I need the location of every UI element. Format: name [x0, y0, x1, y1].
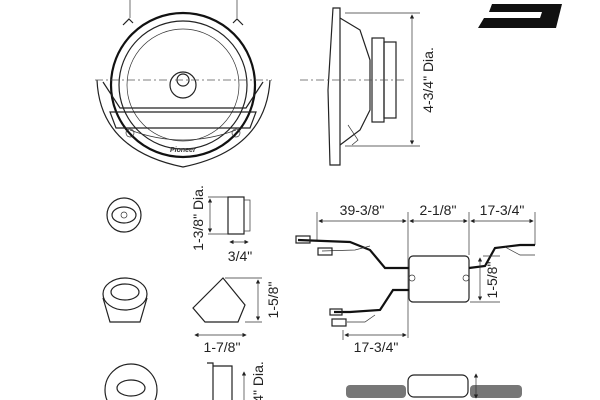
woofer-side-view: 4-3/4" Dia.: [300, 7, 436, 166]
tweeter-flush-depth-label: 3/4": [228, 248, 252, 264]
crossover-body-height-label: 1-5/8": [484, 262, 500, 299]
tweeter-angled-mount: 1-5/8" 1-7/8": [102, 277, 281, 355]
tweeter-surface-diameter-label: 4" Dia.: [250, 361, 266, 400]
crossover-output-cable-label: 17-3/4": [480, 202, 525, 218]
tweeter-surface-mount: 4" Dia.: [104, 361, 266, 400]
crossover-tweeter-cable-label: 17-3/4": [354, 339, 399, 355]
tweeter-angled-width-label: 1-7/8": [204, 339, 241, 355]
woofer-diameter-label: 4-3/4" Dia.: [420, 47, 436, 113]
brand-logo-icon: [478, 4, 562, 28]
tweeter-flush-mount: 1-3/8" Dia. 3/4": [106, 185, 252, 264]
tweeter-flush-diameter-label: 1-3/8" Dia.: [190, 185, 206, 251]
woofer-front-view: Pioneer: [95, 0, 272, 168]
tweeter-angled-height-label: 1-5/8": [265, 282, 281, 319]
crossover-network: 39-3/8" 2-1/8" 17-3/4" 1-5/8" 17-3/4": [295, 202, 536, 399]
crossover-body-width-label: 2-1/8": [420, 202, 457, 218]
brand-logo-text: Pioneer: [170, 147, 197, 154]
crossover-input-cable-label: 39-3/8": [340, 202, 385, 218]
